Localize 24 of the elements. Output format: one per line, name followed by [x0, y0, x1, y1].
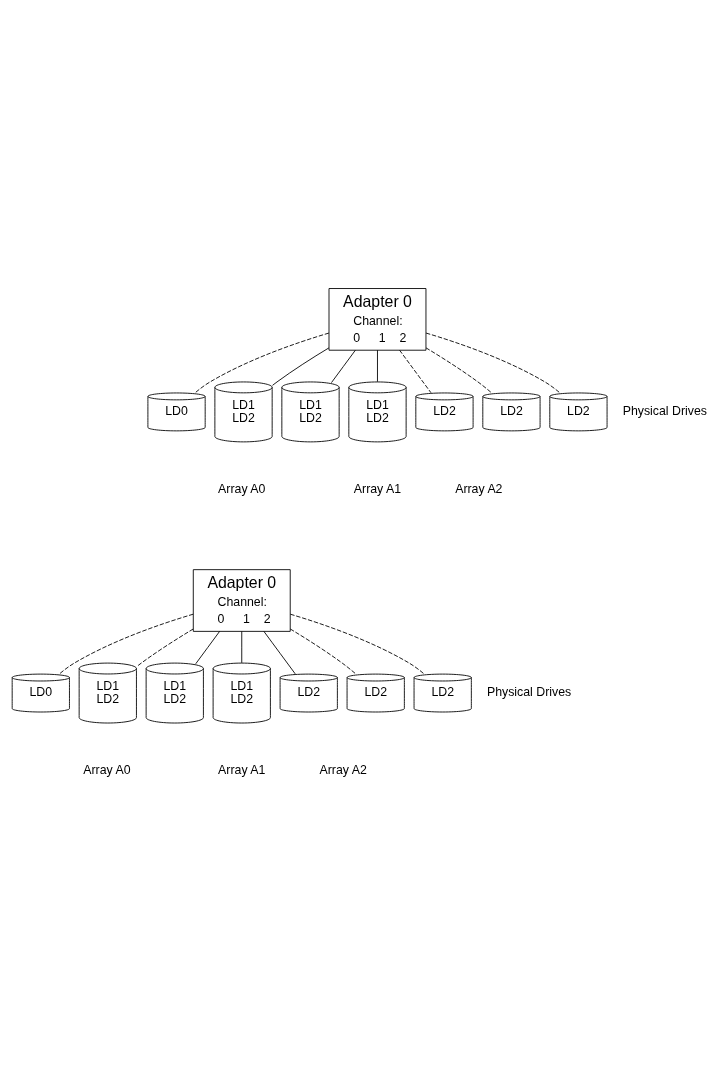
connector: [195, 630, 221, 665]
connector: [241, 630, 243, 664]
connector: [272, 347, 330, 386]
label: Array A0: [83, 762, 131, 777]
connector: [377, 349, 378, 383]
connector: [425, 347, 493, 394]
label: Array A1: [218, 762, 266, 777]
label: Physical Drives: [486, 685, 572, 700]
connector: [331, 349, 356, 384]
node-box: Adapter 0 Channel: 0 1 2: [192, 569, 291, 632]
connector: [399, 349, 432, 394]
node-box: Adapter 0 Channel: 0 1 2: [328, 288, 427, 351]
label: Physical Drives: [622, 404, 707, 419]
label: Array A2: [319, 762, 367, 777]
connector: [425, 332, 561, 394]
label: Array A0: [218, 481, 266, 496]
connector: [194, 332, 330, 394]
connector: [289, 628, 357, 675]
label: Array A1: [353, 481, 402, 496]
label: Array A2: [455, 481, 503, 496]
connector: [58, 613, 194, 675]
connector: [289, 613, 425, 675]
connector: [136, 628, 194, 667]
connector: [263, 630, 296, 675]
